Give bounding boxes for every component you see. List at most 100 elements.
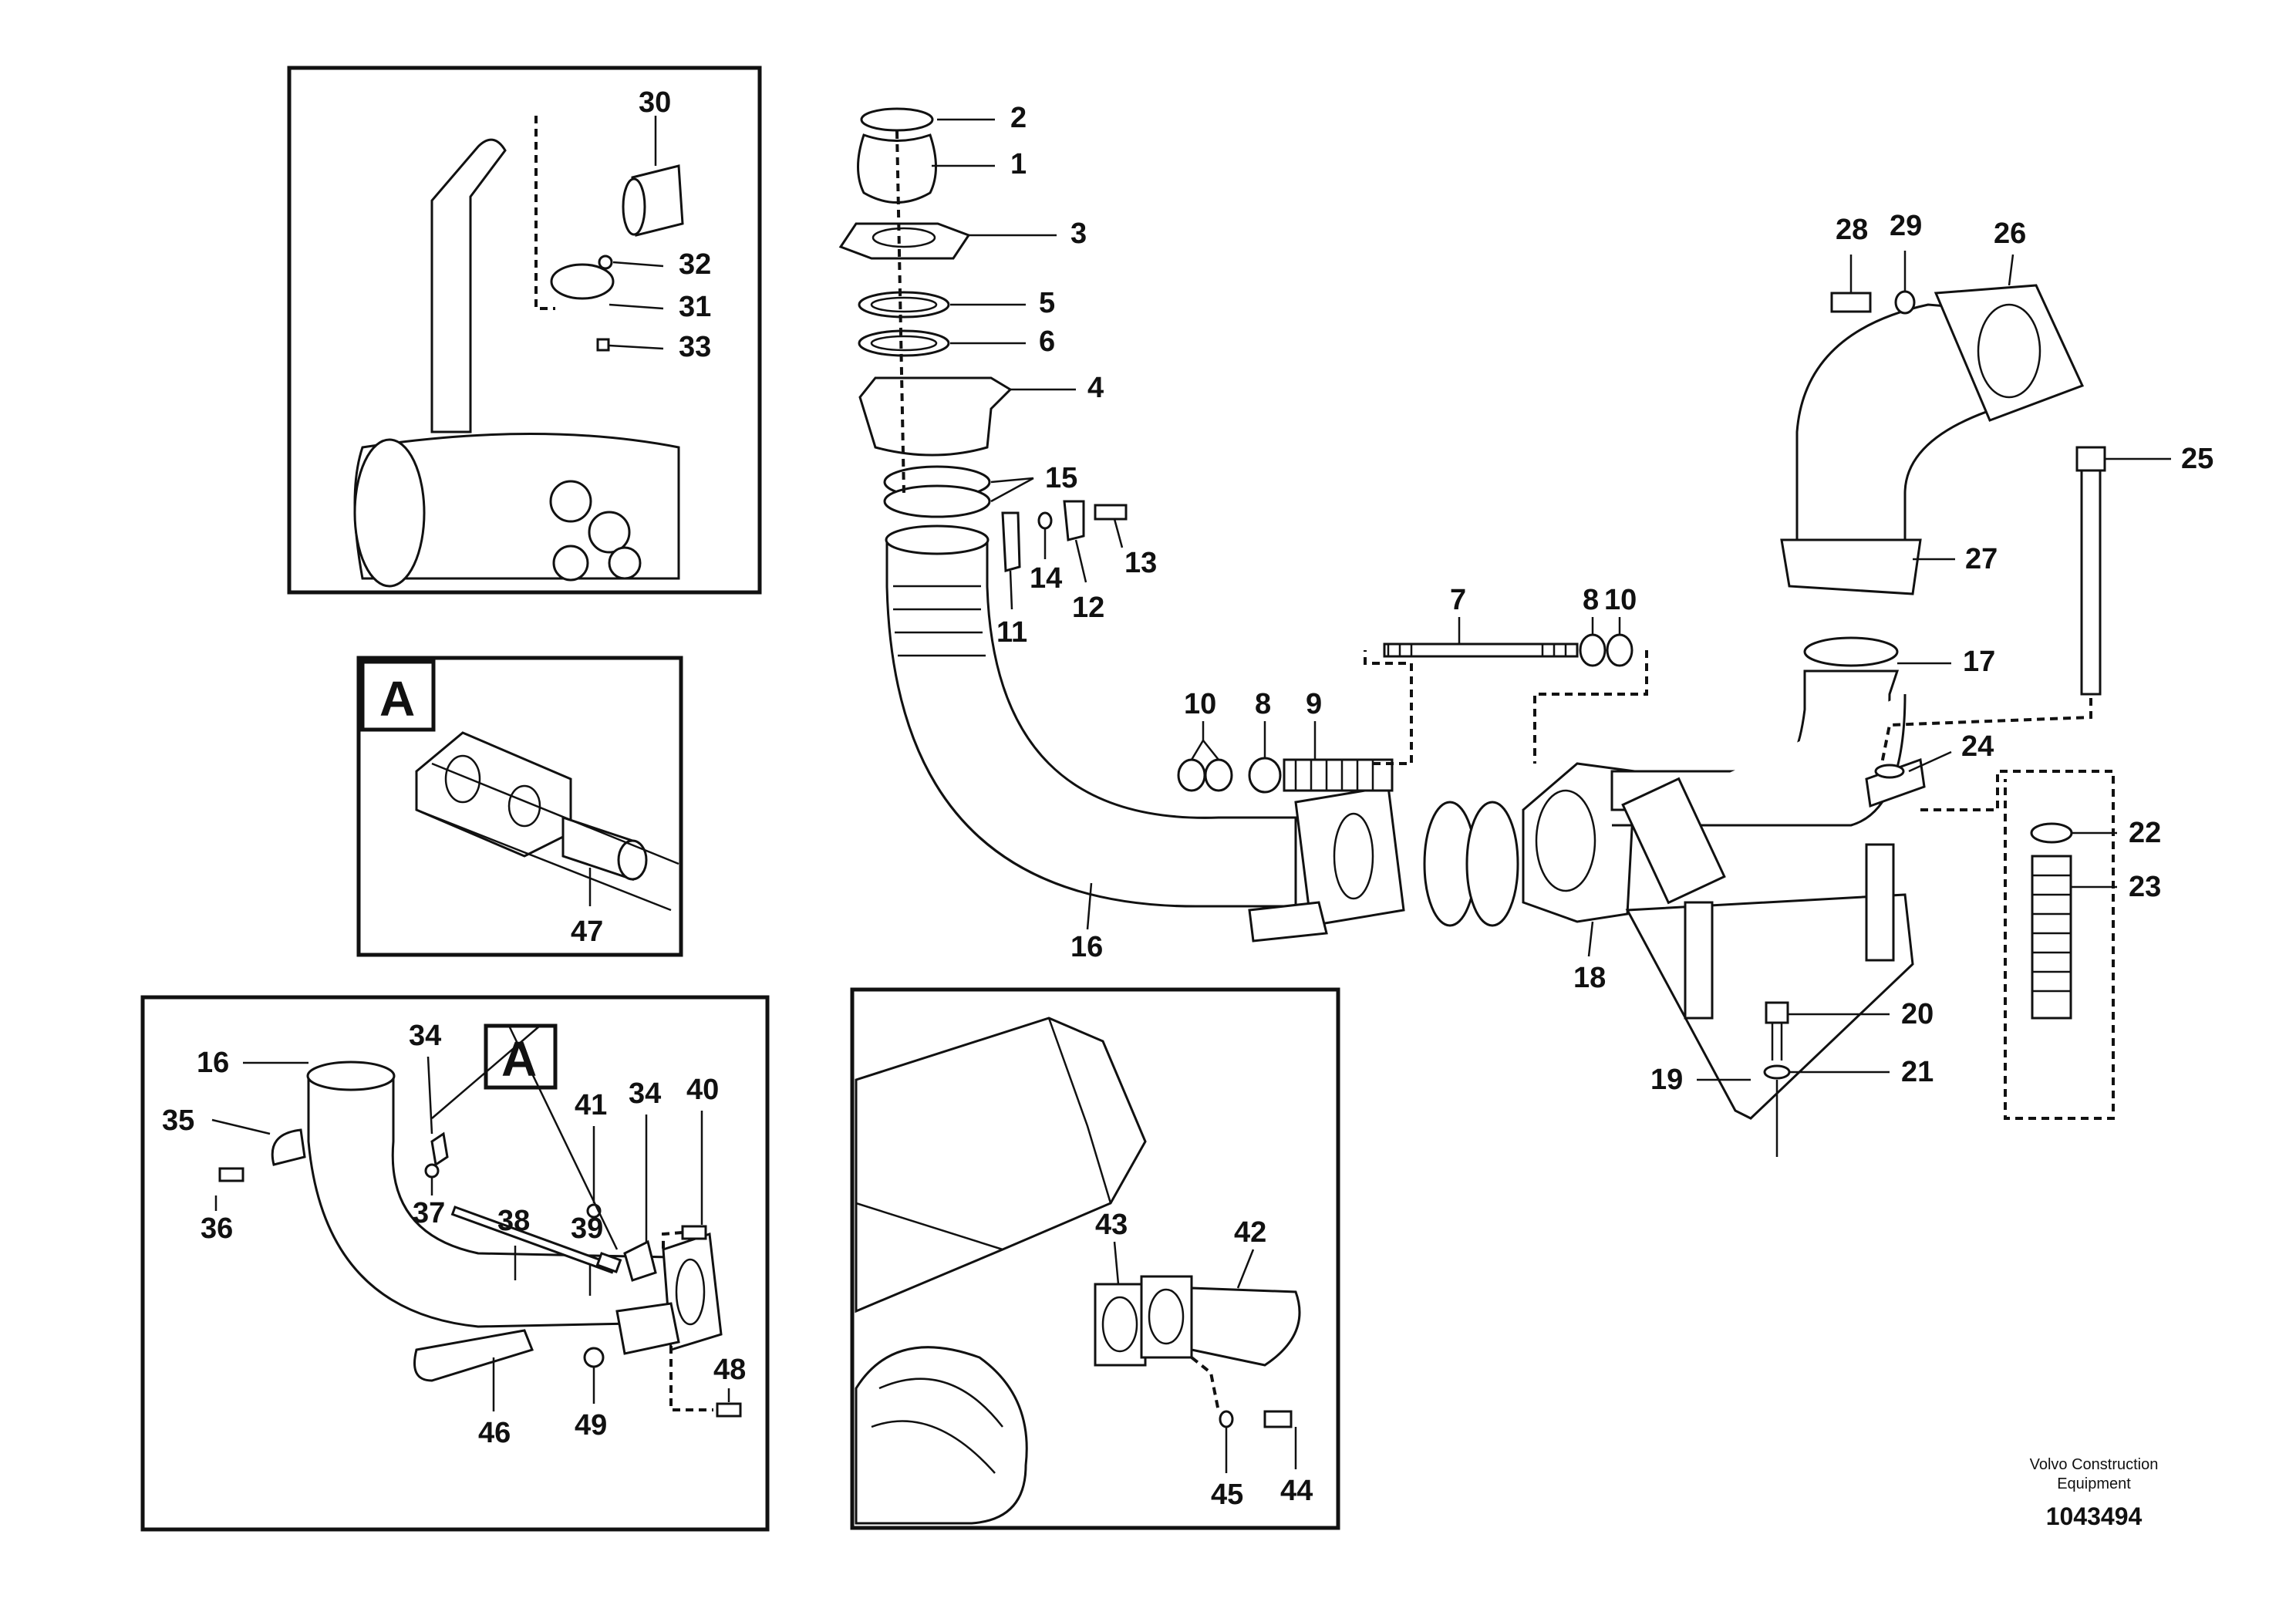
main-exhaust-assembly	[838, 107, 2115, 1157]
callout-15: 15	[1045, 462, 1077, 494]
washer-21	[1763, 1064, 1791, 1080]
bolt-25-head	[2075, 446, 2106, 472]
bolt-44	[1263, 1410, 1293, 1428]
callout-32: 32	[679, 248, 711, 281]
tube-a	[1684, 901, 1714, 1020]
nut-39	[595, 1252, 622, 1273]
elbow-bottom-27	[1780, 538, 1922, 595]
wheel	[855, 1346, 1028, 1525]
callout-33: 33	[679, 331, 711, 363]
gasket-ring-2	[860, 107, 934, 132]
callout-36: 36	[201, 1212, 233, 1245]
callout-40: 40	[686, 1074, 719, 1106]
callout-48: 48	[713, 1354, 746, 1386]
callout-18: 18	[1573, 962, 1606, 994]
callout-14: 14	[1030, 562, 1062, 595]
bolt-40	[681, 1225, 707, 1240]
leader-lines	[932, 118, 2171, 1081]
inset-pipe-detail: A 16 34 35 36 37 38 39 41 34 40 46 49 48	[140, 995, 770, 1532]
inset-muffler-frame	[287, 66, 762, 595]
callout-21: 21	[1901, 1056, 1934, 1088]
callout-8-lower: 8	[1255, 688, 1271, 720]
strap	[1621, 777, 1726, 905]
bolt-20	[1765, 1001, 1789, 1024]
callout-30: 30	[639, 86, 671, 119]
callout-11: 11	[996, 616, 1027, 649]
outlet-pipe-42	[1190, 1286, 1301, 1367]
clip-34b	[623, 1239, 657, 1282]
muffler-end	[353, 438, 426, 588]
bracket-46	[413, 1329, 534, 1382]
pipe-16-flange	[1294, 785, 1405, 927]
nut-49	[583, 1347, 605, 1368]
document-number: 1043494	[2046, 1502, 2143, 1530]
washer-14	[1037, 511, 1053, 530]
bellows-1	[857, 133, 937, 204]
pipe-bracket	[1248, 901, 1328, 943]
callout-26: 26	[1994, 218, 2026, 250]
washer-8-lower	[1248, 757, 1282, 794]
gasket-ring-b	[1465, 801, 1519, 927]
callout-34-left: 34	[409, 1020, 441, 1052]
tube-b	[1865, 843, 1895, 962]
callout-4: 4	[1087, 372, 1104, 404]
callout-47: 47	[571, 916, 603, 948]
callout-2: 2	[1010, 102, 1027, 134]
tailpipe	[430, 138, 507, 433]
callout-46: 46	[478, 1417, 511, 1449]
square-flange-26	[1934, 284, 2085, 422]
bracket-detail	[615, 1302, 680, 1355]
machine-body	[855, 1017, 1147, 1313]
brand-line-1: Volvo Construction	[2030, 1456, 2159, 1473]
bolt-48	[716, 1402, 742, 1418]
callout-38: 38	[497, 1205, 530, 1237]
detail-a-label: A	[379, 671, 415, 727]
callout-27: 27	[1965, 543, 1998, 575]
callout-39: 39	[571, 1212, 603, 1245]
detail-a-ref-box	[484, 1023, 558, 1090]
callout-22: 22	[2129, 817, 2161, 849]
callout-41: 41	[575, 1089, 607, 1121]
footer: Volvo Construction Equipment 1043494	[2030, 1456, 2159, 1530]
callout-8-upper: 8	[1583, 584, 1599, 616]
callout-45: 45	[1211, 1479, 1243, 1511]
callout-labels: 2 1 3 5 6 4 15 13 14 12 11 7 8 10 10 8 9…	[996, 102, 2213, 1096]
callout-5: 5	[1039, 287, 1055, 319]
callout-49: 49	[575, 1409, 607, 1442]
nut-10a	[1177, 758, 1206, 792]
callout-28: 28	[1836, 214, 1868, 246]
stud-7	[1383, 642, 1579, 658]
callout-42: 42	[1234, 1216, 1266, 1249]
inset-pipe-detail-frame	[140, 995, 770, 1532]
washer-45	[1219, 1410, 1234, 1428]
ring-6	[858, 329, 950, 357]
callout-17: 17	[1963, 646, 1995, 678]
exhaust-bend-pipe-16	[885, 538, 1297, 908]
callout-24: 24	[1961, 730, 1994, 763]
detail-a-label-box	[360, 659, 436, 732]
callout-13: 13	[1124, 547, 1157, 579]
clip-11	[1001, 511, 1021, 572]
callout-43: 43	[1095, 1209, 1128, 1241]
bend-pipe-16-detail	[307, 1074, 673, 1328]
callout-34-right: 34	[629, 1077, 661, 1110]
pipe-17-mouth	[1803, 636, 1899, 667]
clip-12	[1063, 500, 1085, 541]
bolt-36	[218, 1167, 244, 1182]
ring-5	[858, 291, 950, 319]
inset-detail-a: A 47	[356, 656, 683, 957]
callout-7: 7	[1450, 584, 1466, 616]
clip-34a	[430, 1131, 449, 1167]
callout-23: 23	[2129, 871, 2161, 903]
washer-8-upper	[1579, 633, 1607, 667]
nut-10-upper	[1606, 633, 1633, 667]
seal-ring-15b	[883, 484, 991, 518]
callout-10-upper: 10	[1604, 584, 1637, 616]
callout-37: 37	[413, 1197, 445, 1229]
inset-outlet-frame	[850, 987, 1340, 1530]
callout-44: 44	[1280, 1475, 1313, 1507]
callout-16: 16	[1070, 931, 1103, 963]
washer-29	[1894, 290, 1916, 315]
callout-12: 12	[1072, 592, 1104, 624]
